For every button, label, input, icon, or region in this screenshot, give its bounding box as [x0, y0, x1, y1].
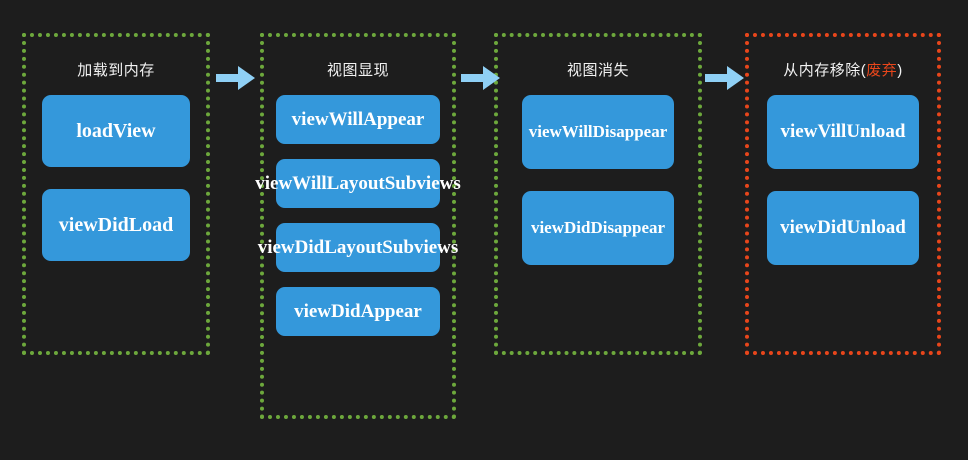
stage-title-text: 视图消失: [566, 62, 629, 79]
method-box[interactable]: viewDidLayoutSubviews: [258, 223, 458, 272]
stage-title-accent: 废弃: [866, 62, 898, 79]
stage-view-disappearing: 视图消失 viewWillDisappear viewDidDisappear: [494, 33, 702, 355]
method-box-list: viewWillAppear viewWillLayoutSubviews view…: [255, 95, 461, 336]
flow-arrow-icon: [461, 63, 501, 93]
method-box-list: viewVillUnload viewDidUnload: [749, 95, 937, 265]
method-box-list: loadView viewDidLoad: [26, 95, 206, 261]
stage-title-tail: ): [897, 62, 903, 79]
method-box[interactable]: viewWillAppear: [276, 95, 440, 144]
method-box[interactable]: viewVillUnload: [767, 95, 919, 169]
stage-title-view-disappearing: 视图消失: [498, 59, 698, 80]
stage-title-load-to-memory: 加载到内存: [26, 59, 206, 80]
stage-title-view-appearing: 视图显现: [264, 59, 452, 80]
method-box[interactable]: viewDidLoad: [42, 189, 190, 261]
method-box[interactable]: viewWillLayoutSubviews: [255, 159, 461, 208]
flow-arrow-icon: [216, 63, 256, 93]
method-box[interactable]: viewWillDisappear: [522, 95, 674, 169]
stage-title-text: 视图显现: [326, 62, 389, 79]
method-box-list: viewWillDisappear viewDidDisappear: [498, 95, 698, 265]
stage-remove-from-memory: 从内存移除(废弃) viewVillUnload viewDidUnload: [745, 33, 941, 355]
stage-view-appearing: 视图显现 viewWillAppear viewWillLayoutSubviews…: [255, 33, 461, 419]
method-box[interactable]: viewDidUnload: [767, 191, 919, 265]
method-box[interactable]: loadView: [42, 95, 190, 167]
method-box[interactable]: viewDidDisappear: [522, 191, 674, 265]
flow-arrow-icon: [705, 63, 745, 93]
stage-title-text: 加载到内存: [77, 62, 155, 79]
stage-title-text: 从内存移除(: [783, 62, 867, 79]
method-box[interactable]: viewDidAppear: [276, 287, 440, 336]
stage-load-to-memory: 加载到内存 loadView viewDidLoad: [22, 33, 210, 355]
stage-title-remove-from-memory: 从内存移除(废弃): [749, 59, 937, 80]
